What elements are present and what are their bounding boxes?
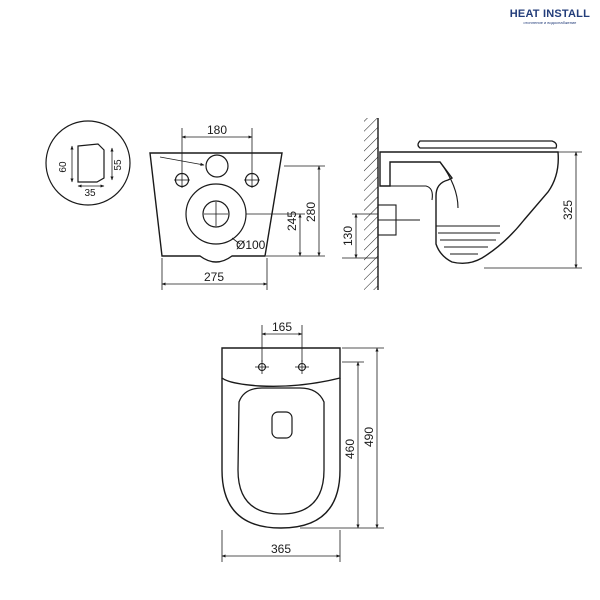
top-holes-spacing-label: 165 xyxy=(272,320,292,334)
wall-hatch xyxy=(364,118,378,290)
top-flush-plate xyxy=(271,411,293,439)
rear-outlet-diameter-label: Ø100 xyxy=(236,238,266,252)
inset-profile xyxy=(77,143,105,183)
side-total-height-label: 325 xyxy=(561,200,575,220)
inset-height-right-label: 55 xyxy=(113,159,124,171)
brand-name: HEAT INSTALL xyxy=(509,8,590,20)
rear-outlet-height-label: 245 xyxy=(285,211,299,231)
top-bowl-outline xyxy=(221,378,341,529)
top-rear-part xyxy=(221,347,341,387)
inset-height-left-label: 60 xyxy=(58,161,69,173)
inset-detail: 60 55 35 xyxy=(45,120,131,206)
side-view: 130 325 xyxy=(341,118,582,290)
rear-body-outline xyxy=(149,152,283,263)
top-view: 165 460 490 365 xyxy=(221,320,384,562)
side-outlet-height-label: 130 xyxy=(341,226,355,246)
rear-mounting-holes xyxy=(174,172,260,188)
side-base-ribs xyxy=(436,225,500,255)
top-seat-length-label: 460 xyxy=(343,439,357,459)
top-width-label: 365 xyxy=(271,542,291,556)
inset-circle xyxy=(45,120,131,206)
rear-total-height-label: 280 xyxy=(304,202,318,222)
top-total-length-label: 490 xyxy=(362,427,376,447)
inset-width-label: 35 xyxy=(84,188,96,199)
rear-water-inlet xyxy=(205,154,229,178)
top-seat-ring xyxy=(237,387,325,515)
side-lid xyxy=(417,140,558,149)
brand-tagline: отопление и водоснабжение xyxy=(523,20,577,25)
rear-holes-spacing-label: 180 xyxy=(207,123,227,137)
brand-logo: HEAT INSTALL отопление и водоснабжение xyxy=(510,8,590,25)
side-bowl-outline xyxy=(379,151,559,265)
top-mounting-holes xyxy=(255,360,309,374)
side-bowl-inner xyxy=(390,161,459,209)
rear-outlet xyxy=(185,183,247,245)
rear-width-label: 275 xyxy=(204,270,224,284)
rear-view: 180 275 245 280 Ø100 xyxy=(149,123,325,290)
